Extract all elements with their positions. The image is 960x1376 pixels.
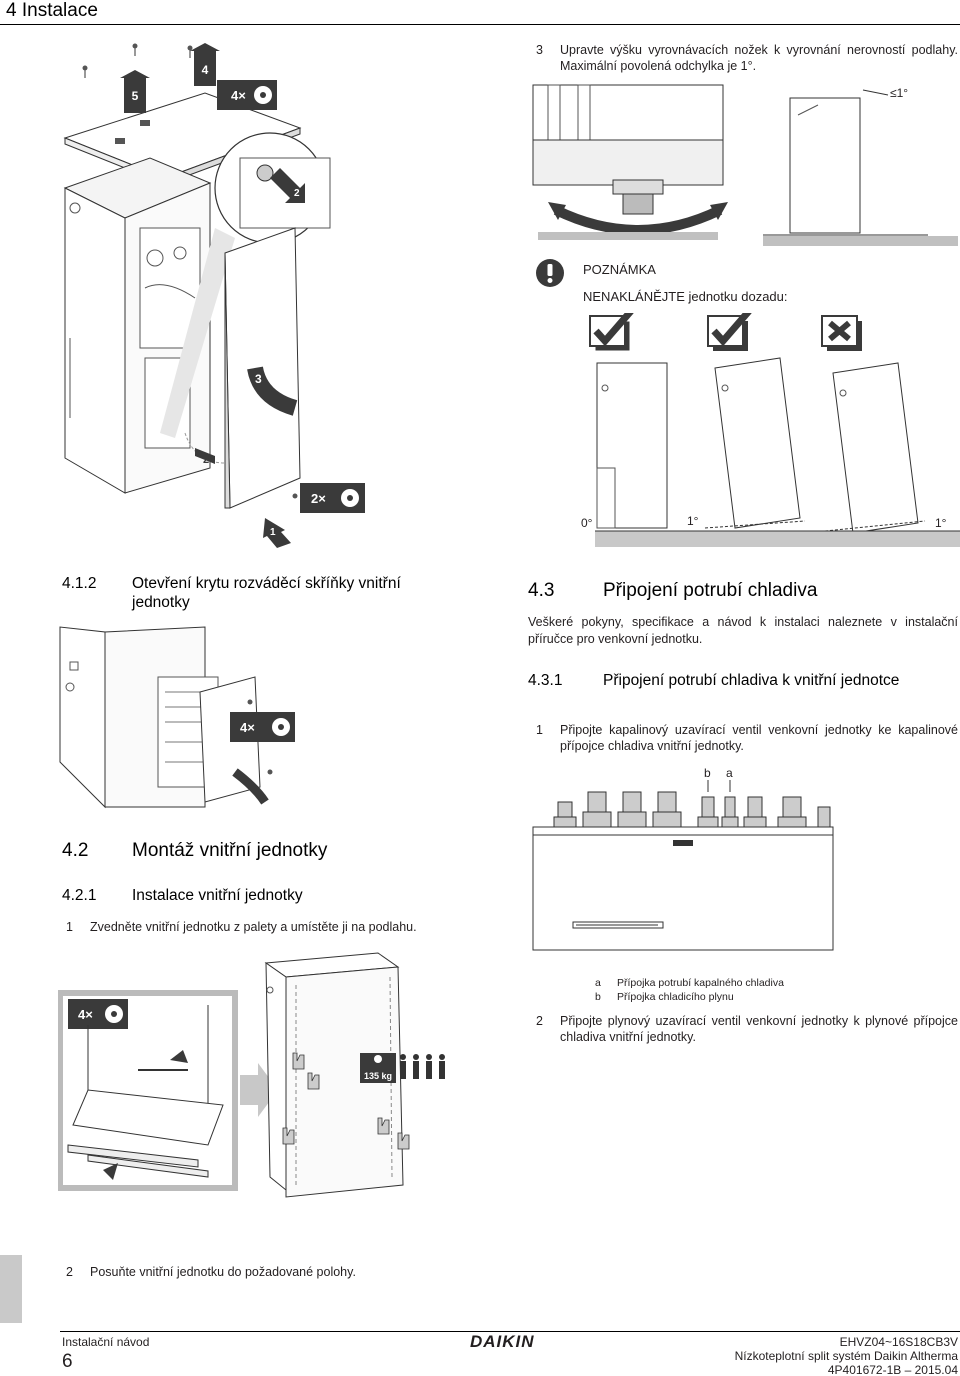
- section-title: Připojení potrubí chladiva k vnitřní jed…: [603, 672, 900, 689]
- step-number: 1: [66, 920, 73, 934]
- footer-doc-type: Instalační návod: [62, 1335, 150, 1349]
- figure-pipe-connections: b a: [528, 762, 838, 972]
- section-heading-421: 4.2.1 Instalace vnitřní jednotky: [62, 886, 462, 906]
- footer-model: EHVZ04~16S18CB3V: [839, 1335, 958, 1349]
- section-heading-412: 4.1.2 Otevření krytu rozváděcí skříňky v…: [62, 574, 462, 616]
- legend-item-b: b Přípojka chladicího plynu: [595, 990, 955, 1004]
- footer-rule: [60, 1331, 960, 1332]
- section-number: 4.2.1: [62, 887, 97, 904]
- warning-icon: [535, 258, 565, 288]
- step-1-liquid: 1 Připojte kapalinový uzavírací ventil v…: [536, 722, 958, 754]
- step-1-lift: 1 Zvedněte vnitřní jednotku z palety a u…: [66, 919, 486, 935]
- step-number: 1: [536, 723, 543, 737]
- figure-lift-unit: 4× 135 kg: [57, 945, 458, 1220]
- figure-tilt: 0° 1° 1°: [575, 308, 960, 553]
- callout-2b: 2: [203, 454, 209, 466]
- weight-icon: [374, 1055, 382, 1063]
- footer-system: Nízkoteplotní split systém Daikin Alther…: [734, 1349, 958, 1363]
- figure-open-unit: 5 4 4× 2 3 2 2×: [55, 38, 380, 548]
- badge-4x-3: 4×: [78, 1007, 93, 1022]
- step-text: Upravte výšku vyrovnávacích nožek k vyro…: [560, 43, 958, 73]
- callout-1: 1: [270, 527, 276, 538]
- person-icons: [400, 1054, 445, 1079]
- weight-label: 135 kg: [364, 1071, 392, 1081]
- callout-3: 3: [255, 372, 262, 386]
- figure-leveling-feet: ≤1°: [528, 80, 958, 250]
- legend-key: b: [595, 991, 601, 1003]
- legend-item-a: a Přípojka potrubí kapalného chladiva: [595, 976, 955, 990]
- badge-4x: 4×: [231, 88, 246, 103]
- section-heading-42: 4.2 Montáž vnitřní jednotky: [62, 840, 462, 864]
- step-2-move: 2 Posuňte vnitřní jednotku do požadované…: [66, 1264, 486, 1280]
- legend-text: Přípojka potrubí kapalného chladiva: [617, 977, 784, 989]
- figure-switchbox: 4×: [55, 622, 300, 812]
- section-heading-43: 4.3 Připojení potrubí chladiva: [528, 580, 958, 604]
- check-icon-2: [707, 308, 752, 351]
- label-a: a: [726, 766, 733, 780]
- tilt-label-0: 0°: [581, 516, 593, 530]
- section-number: 4.3: [528, 580, 555, 601]
- step-text: Zvedněte vnitřní jednotku z palety a umí…: [90, 920, 417, 934]
- callout-2a: 2: [294, 188, 300, 199]
- section-title: Otevření krytu rozváděcí skříňky vnitřní…: [132, 575, 401, 611]
- section-number: 4.1.2: [62, 575, 97, 592]
- section-title: Připojení potrubí chladiva: [603, 580, 818, 601]
- step-number: 2: [536, 1014, 543, 1028]
- section-heading-431: 4.3.1 Připojení potrubí chladiva k vnitř…: [528, 671, 958, 711]
- note-title: POZNÁMKA: [583, 262, 656, 277]
- header-rule: [0, 24, 960, 25]
- section-number: 4.3.1: [528, 672, 563, 689]
- callout-5: 5: [132, 89, 139, 103]
- brand-logo: DAIKIN: [470, 1332, 535, 1351]
- step-text: Posuňte vnitřní jednotku do požadované p…: [90, 1265, 356, 1279]
- page-number: 6: [62, 1351, 73, 1372]
- section-title: Montáž vnitřní jednotky: [132, 840, 328, 861]
- badge-4x-2: 4×: [240, 720, 255, 735]
- page-title: 4 Instalace: [6, 0, 98, 21]
- note-text: NENAKLÁNĚJTE jednotku dozadu:: [583, 289, 788, 304]
- badge-2x: 2×: [311, 491, 326, 506]
- section-43-text: Veškeré pokyny, specifikace a návod k in…: [528, 615, 958, 646]
- section-number: 4.2: [62, 840, 89, 861]
- callout-4: 4: [202, 63, 209, 77]
- legend-text: Přípojka chladicího plynu: [617, 991, 734, 1003]
- check-icon-1: [589, 308, 634, 352]
- level-max-label: ≤1°: [890, 86, 908, 100]
- step-text: Připojte plynový uzavírací ventil venkov…: [560, 1014, 958, 1044]
- step-3-level: 3 Upravte výšku vyrovnávacích nožek k vy…: [536, 42, 958, 74]
- tilt-label-1b: 1°: [935, 516, 947, 530]
- cross-icon: [821, 315, 862, 351]
- section-title: Instalace vnitřní jednotky: [132, 887, 303, 904]
- legend-key: a: [595, 977, 601, 989]
- step-number: 2: [66, 1265, 73, 1279]
- step-text: Připojte kapalinový uzavírací ventil ven…: [560, 723, 958, 753]
- step-2-gas: 2 Připojte plynový uzavírací ventil venk…: [536, 1013, 958, 1045]
- label-b: b: [704, 766, 711, 780]
- tilt-label-1a: 1°: [687, 514, 699, 528]
- side-tab-marker: [0, 1255, 22, 1323]
- footer-doc-id: 4P401672-1B – 2015.04: [827, 1363, 958, 1376]
- step-number: 3: [536, 43, 543, 57]
